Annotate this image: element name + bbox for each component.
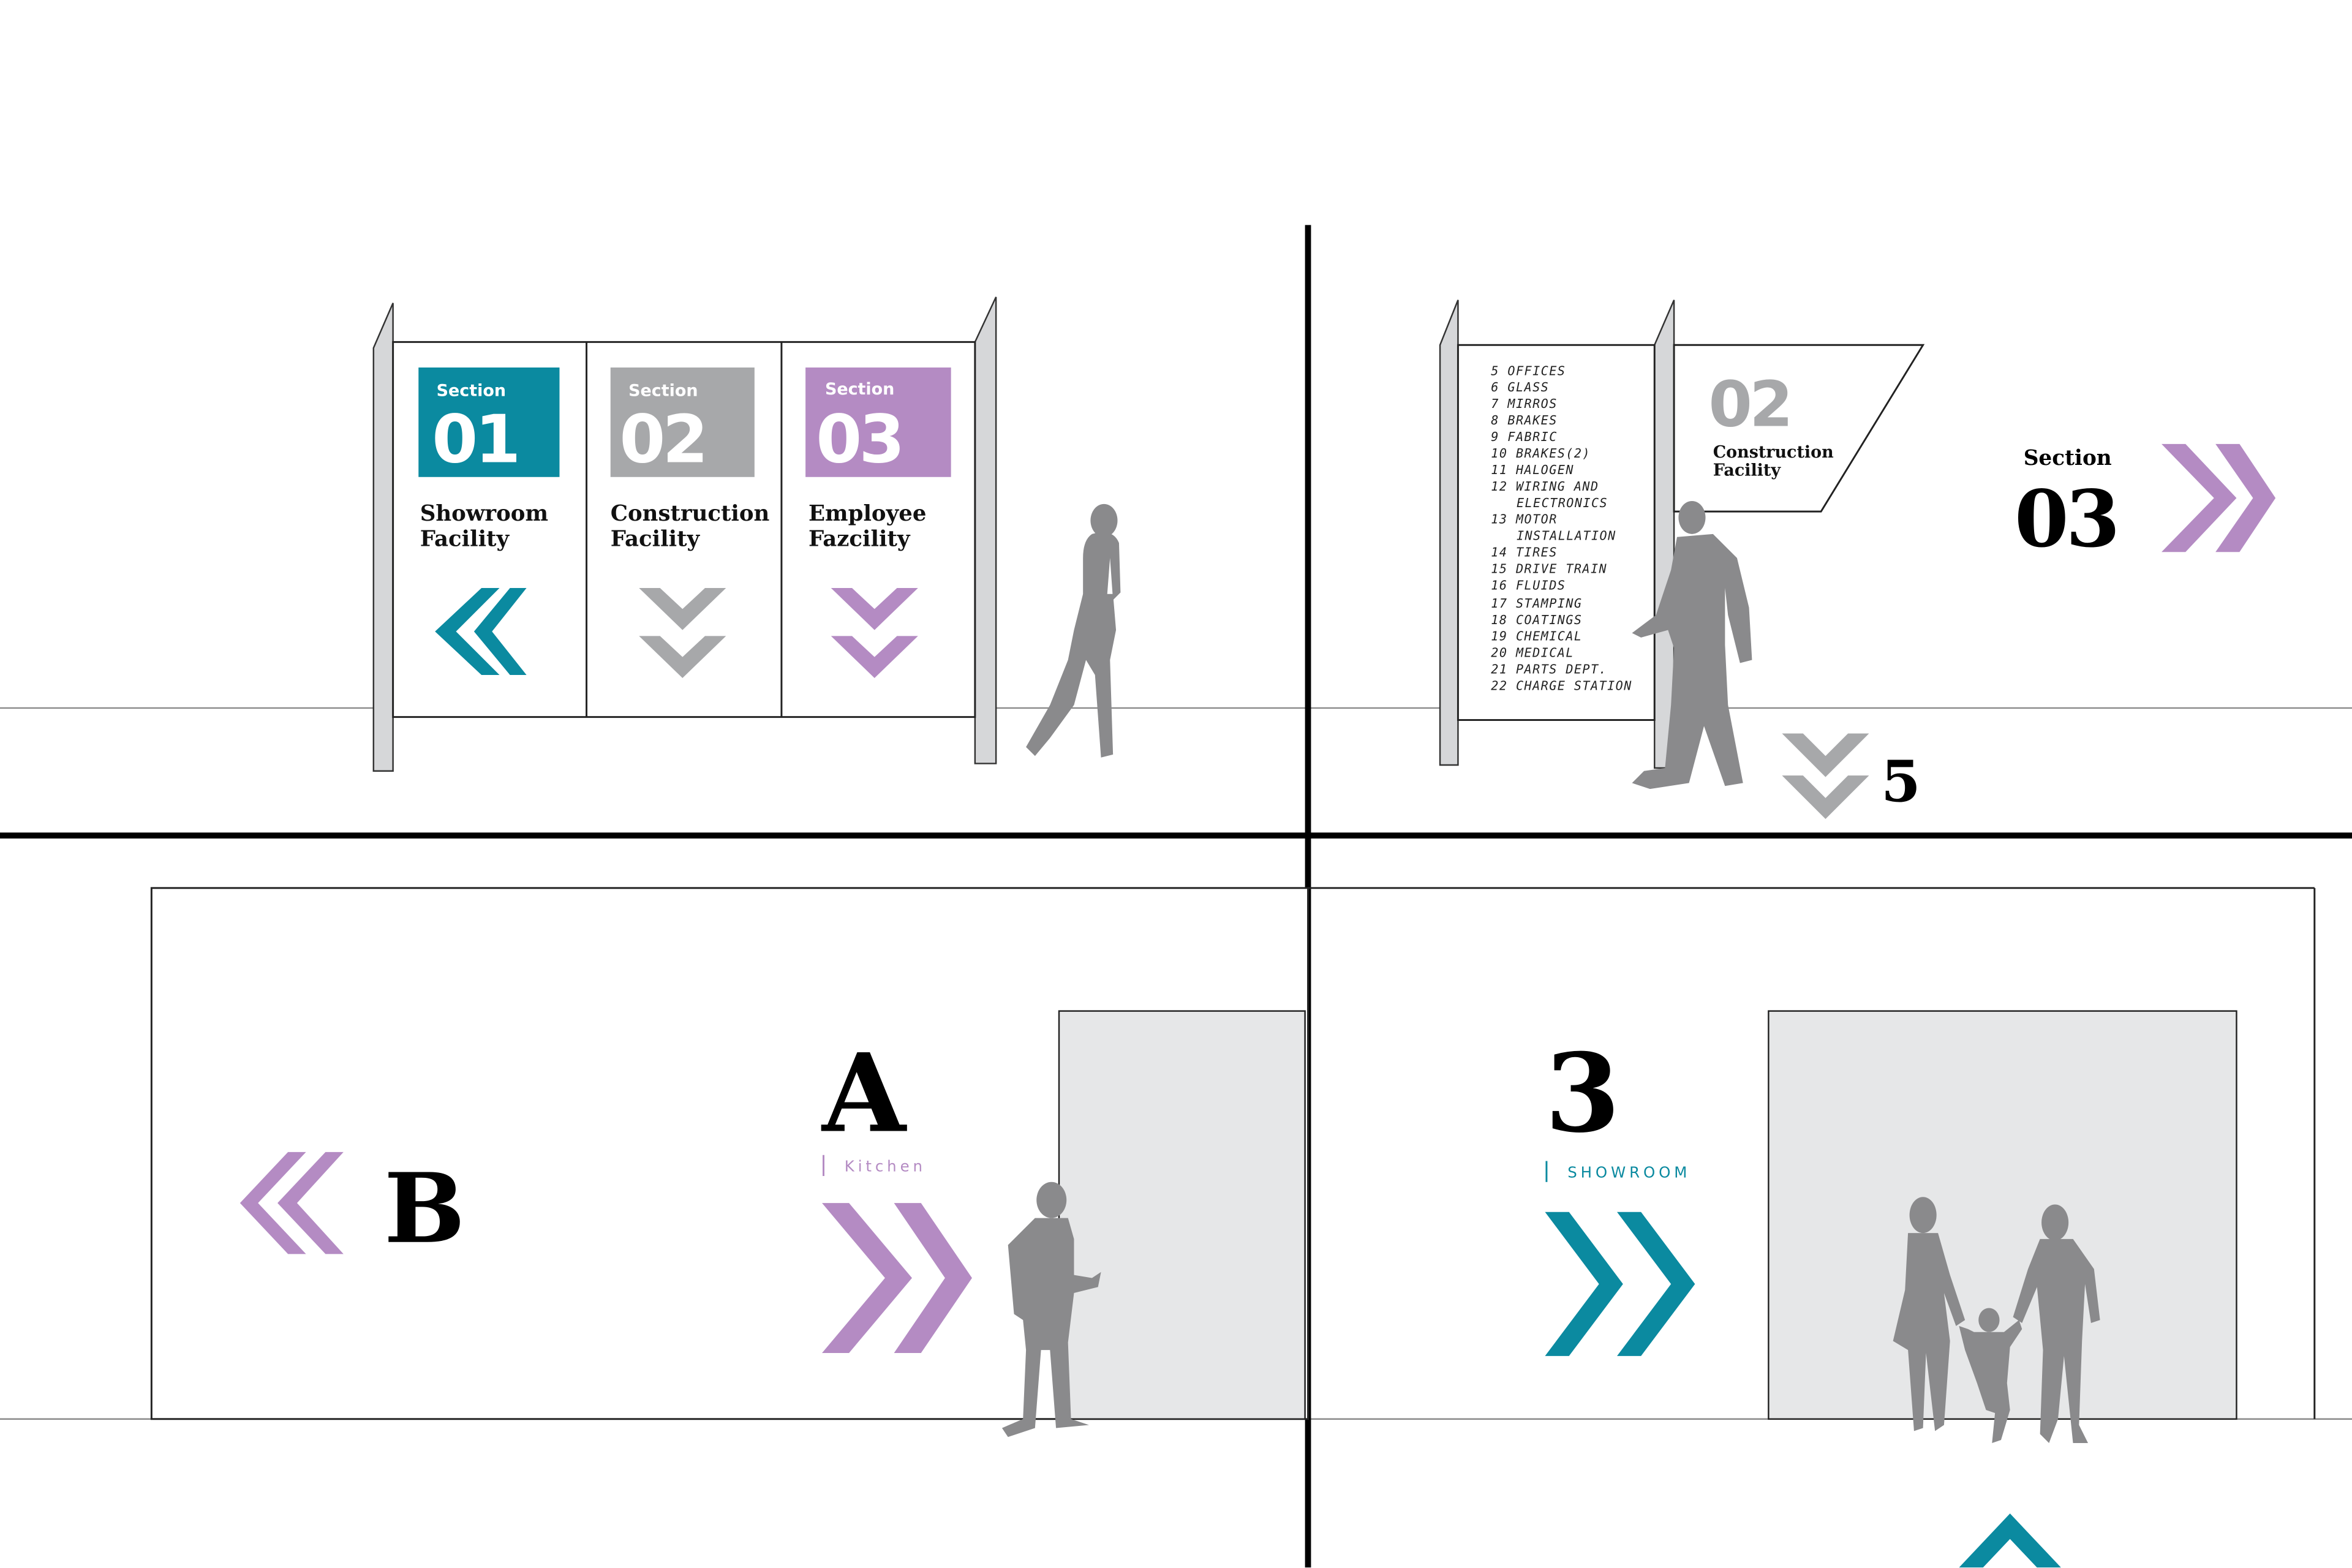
double-chevron-left-icon <box>239 1152 344 1254</box>
section-03-block: Section 03 Employee Fazcility <box>805 368 951 678</box>
sign-post-right <box>974 296 997 764</box>
man-standing-silhouette <box>1001 1182 1101 1438</box>
directory-item: INSTALLATION <box>1517 529 1616 543</box>
directory-item: 18 COATINGS <box>1491 612 1582 627</box>
directory-item: 17 STAMPING <box>1491 596 1582 611</box>
section-01-title-line2: Facility <box>420 526 510 551</box>
double-chevron-right-icon <box>2162 443 2276 552</box>
section-03-label: Section <box>825 380 894 399</box>
section-02-block: Section 02 Construction Facility <box>610 368 770 678</box>
showroom-caption: SHOWROOM <box>1567 1163 1691 1181</box>
panel-wall-kitchen: B A Kitchen <box>150 887 1309 1438</box>
section-01-title-line1: Showroom <box>420 501 548 526</box>
double-chevron-right-icon <box>1545 1212 1695 1356</box>
kitchen-caption: Kitchen <box>845 1158 926 1175</box>
wall-letter-b: B <box>384 1152 465 1265</box>
directory-item: 6 GLASS <box>1491 380 1549 394</box>
double-chevron-down-icon <box>1782 733 1869 820</box>
directory-item: 21 PARTS DEPT. <box>1491 662 1607 677</box>
wall-section-label: Section <box>2024 446 2112 470</box>
family-silhouette <box>1893 1197 2100 1443</box>
directory-item: 11 HALOGEN <box>1491 462 1574 477</box>
section-02-title-line2: Facility <box>611 526 701 551</box>
section-03-tile <box>805 368 951 477</box>
directory-item: 19 CHEMICAL <box>1491 629 1582 644</box>
directory-item: ELECTRONICS <box>1517 496 1608 510</box>
directory-item: 10 BRAKES(2) <box>1491 446 1591 461</box>
directory-item: 7 MIRROS <box>1491 396 1557 411</box>
section-01-block: Section 01 Showroom Facility <box>418 368 560 676</box>
showroom-number: 3 <box>1545 1030 1620 1157</box>
directory-item: 12 WIRING AND <box>1491 479 1599 494</box>
double-chevron-down-icon <box>639 588 726 678</box>
panel-directory-sign: 5 OFFICES 6 GLASS 7 MIRROS 8 BRAKES 9 FA… <box>1439 300 2276 820</box>
section-03-title-line2: Fazcility <box>809 526 911 551</box>
section-02-number: 02 <box>619 401 705 478</box>
section-02-tile <box>610 368 755 477</box>
directory-item: 8 BRAKES <box>1491 413 1557 428</box>
section-02-label: Section <box>628 382 698 401</box>
section-01-label: Section <box>437 382 506 401</box>
double-chevron-left-icon <box>435 588 527 676</box>
section-01-number: 01 <box>432 401 518 478</box>
directory-item: 9 FABRIC <box>1491 429 1557 444</box>
wall-letter-a: A <box>821 1030 907 1157</box>
directory-board <box>1457 344 1656 721</box>
kitchen-doorway <box>1058 1010 1306 1420</box>
flag-sign <box>1673 344 1925 513</box>
flag-title-line2: Facility <box>1713 461 1782 480</box>
directory-item: 22 CHARGE STATION <box>1491 679 1632 693</box>
double-chevron-right-icon <box>822 1203 972 1353</box>
floor-number: 5 <box>1881 748 1921 815</box>
chevron-up-icon <box>1959 1513 2061 1568</box>
directory-item: 20 MEDICAL <box>1491 646 1574 660</box>
directory-item: 15 DRIVE TRAIN <box>1491 562 1607 576</box>
directory-post-left <box>1439 300 1459 766</box>
woman-walking-silhouette <box>1026 503 1121 758</box>
flag-title-line1: Construction <box>1713 443 1834 462</box>
section-02-title-line1: Construction <box>611 501 770 526</box>
flag-section-number: 02 <box>1708 369 1790 442</box>
panel-section-sign: Section 01 Showroom Facility Section 02 … <box>372 296 1121 772</box>
double-chevron-down-icon <box>831 588 918 678</box>
directory-item: 5 OFFICES <box>1491 363 1566 378</box>
directory-item: 13 MOTOR <box>1491 512 1557 527</box>
panel-showroom: 3 SHOWROOM <box>1308 887 2316 1568</box>
section-03-number: 03 <box>816 401 902 478</box>
directory-list: 5 OFFICES 6 GLASS 7 MIRROS 8 BRAKES 9 FA… <box>1491 363 1632 693</box>
sign-post-left <box>372 303 394 772</box>
section-01-tile <box>418 368 560 477</box>
wall-section-number: 03 <box>2015 473 2117 565</box>
directory-item: 14 TIRES <box>1491 545 1557 560</box>
section-03-title-line1: Employee <box>809 501 926 526</box>
directory-item: 16 FLUIDS <box>1491 578 1566 592</box>
directory-post-right <box>1654 300 1675 769</box>
man-walking-silhouette <box>1632 500 1752 790</box>
